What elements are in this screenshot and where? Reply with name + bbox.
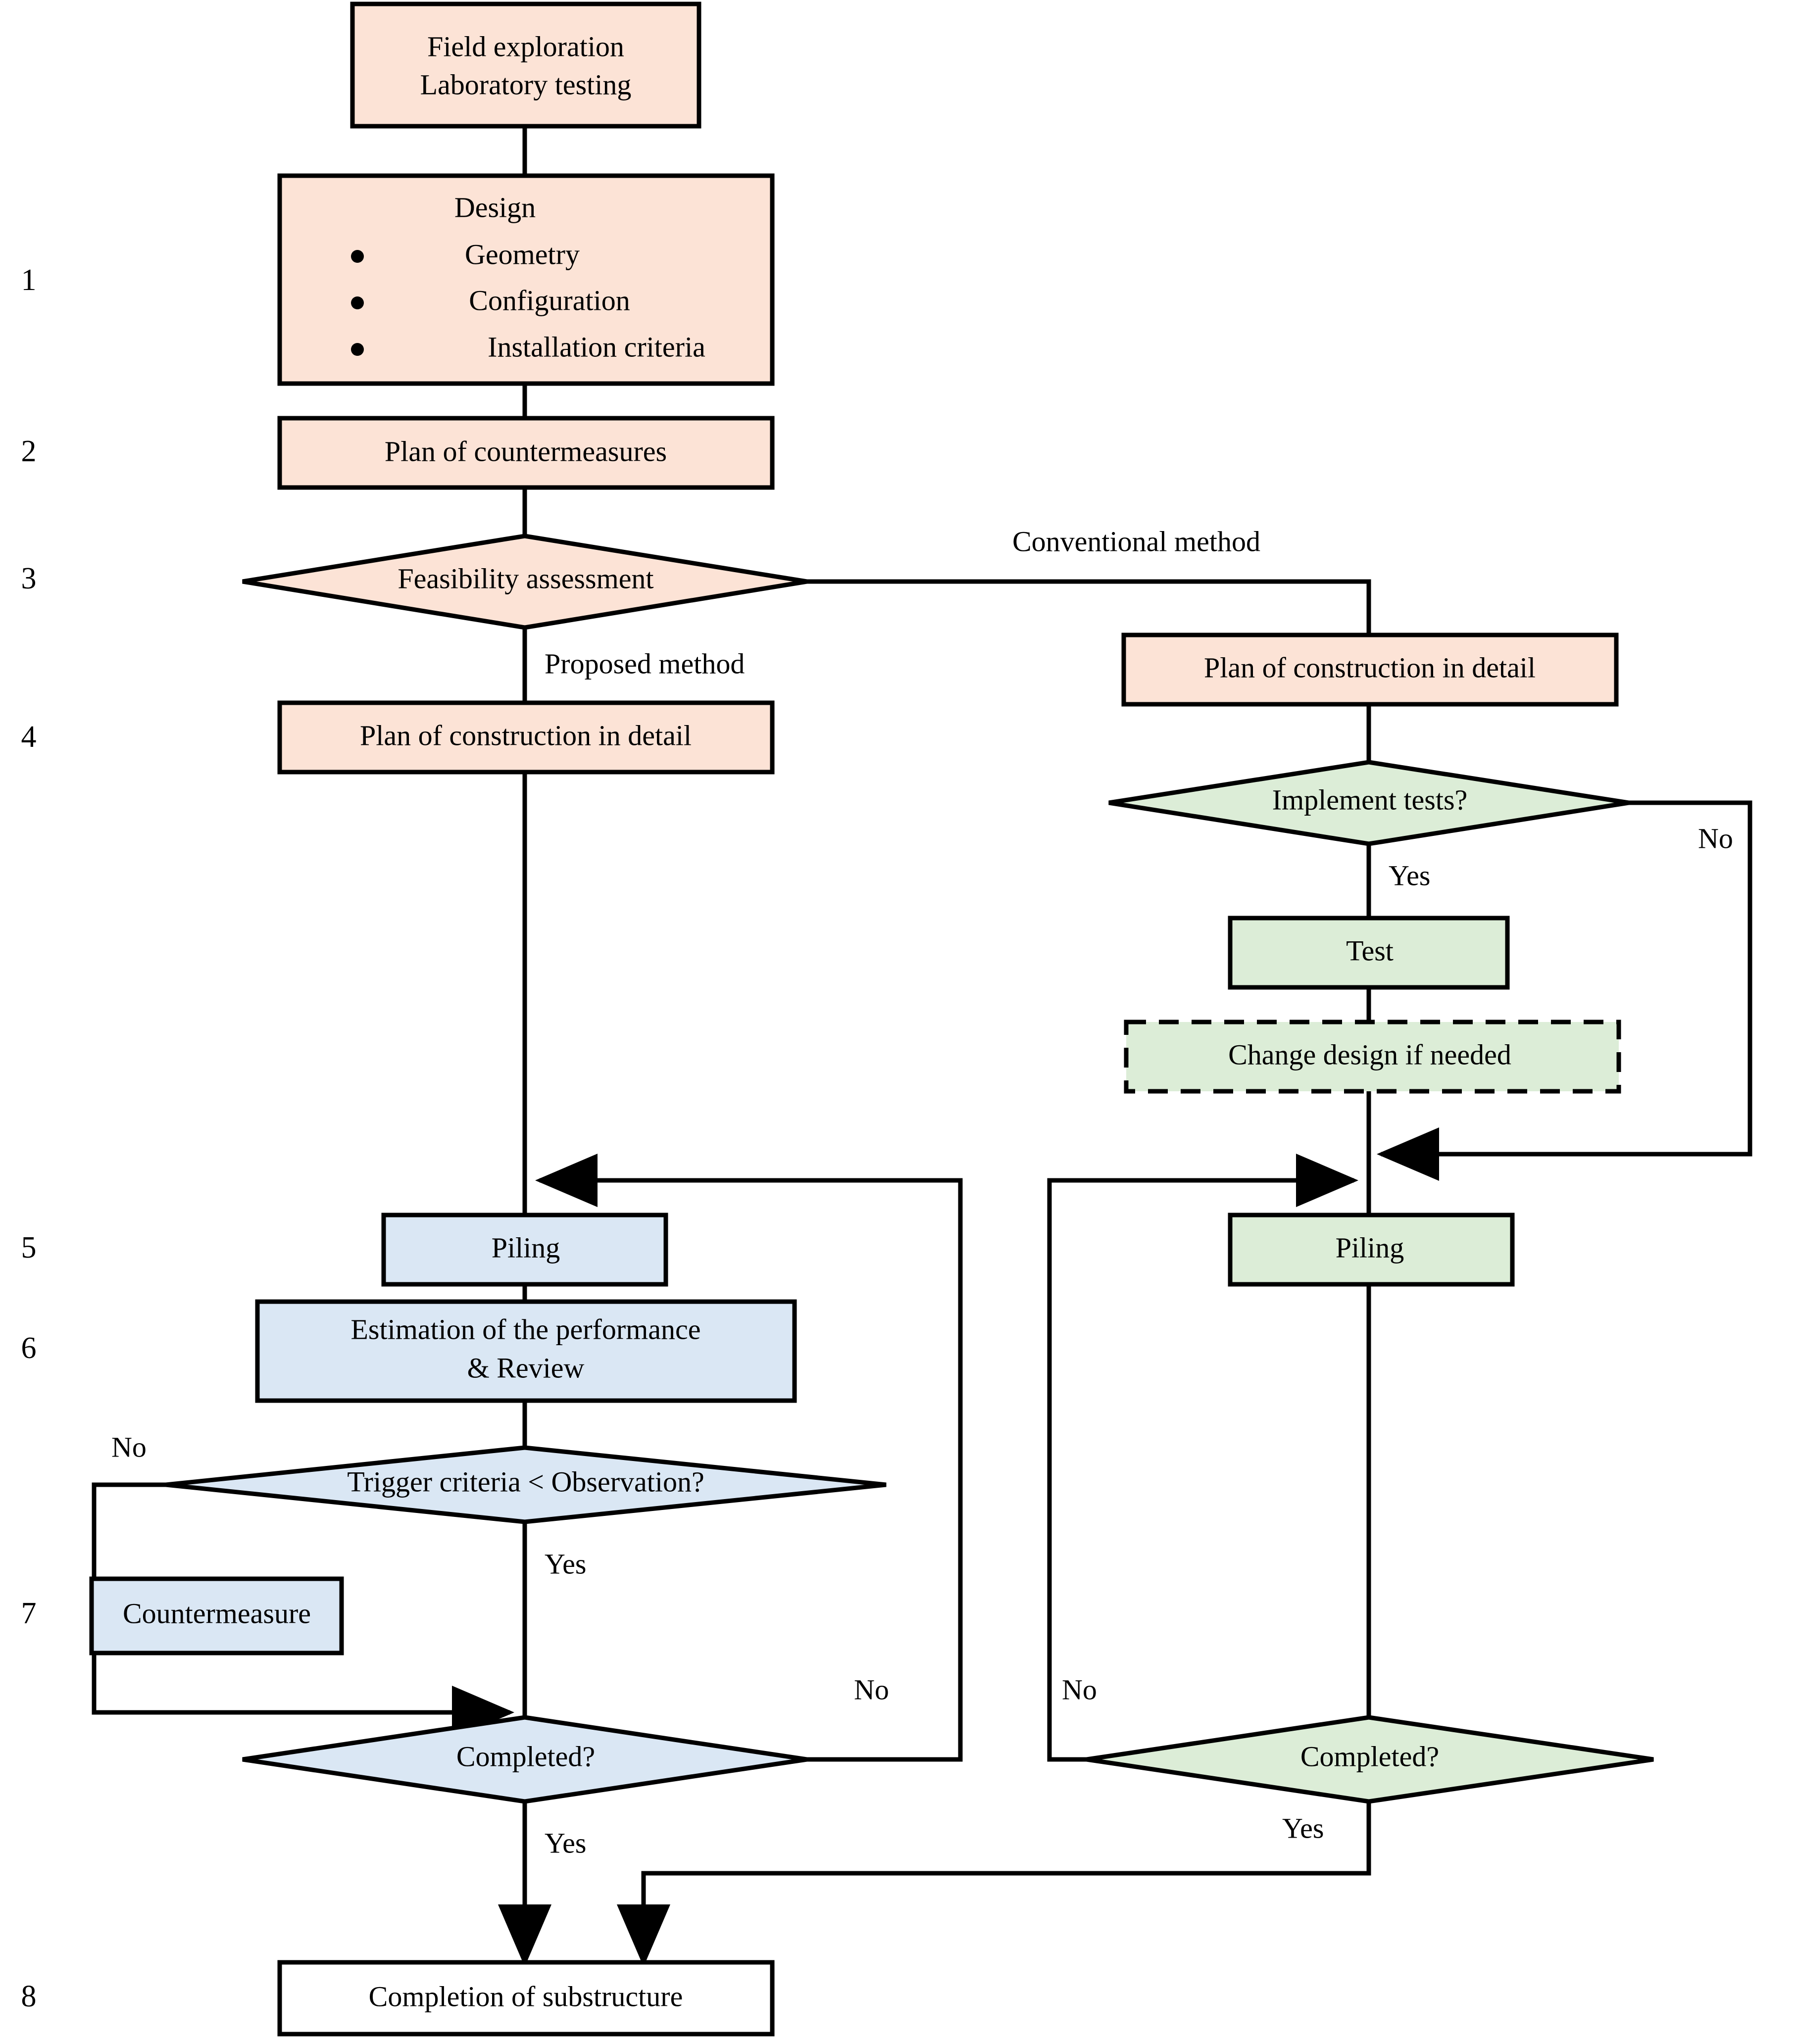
node-feasibility-assessment[interactable]: Feasibility assessment	[242, 534, 807, 630]
node-label: Test	[1346, 934, 1394, 967]
node-estimation-of-performance[interactable]: Estimation of the performance & Review	[255, 1299, 797, 1403]
node-completion-of-substructure[interactable]: Completion of substructure	[277, 1960, 775, 2037]
node-design[interactable]: Design Geometry Configuration Installati…	[277, 173, 775, 386]
edge-label-conventional-method: Conventional method	[1012, 525, 1260, 557]
bullet-icon	[351, 296, 364, 309]
edge-feasibility-conventional	[807, 579, 1371, 635]
edge-trigger-no	[92, 1482, 248, 1579]
node-plan-of-construction-left[interactable]: Plan of construction in detail	[277, 700, 775, 775]
node-label: Completion of substructure	[369, 1980, 683, 2012]
step-number: 7	[21, 1597, 37, 1630]
node-piling-left[interactable]: Piling	[381, 1213, 668, 1287]
node-label: Countermeasure	[123, 1597, 311, 1629]
node-label: & Review	[467, 1352, 585, 1384]
bullet-icon	[351, 250, 364, 263]
node-test[interactable]: Test	[1228, 916, 1510, 990]
edge-label-completed-right-no: No	[1062, 1673, 1097, 1705]
node-label: Completed?	[1300, 1740, 1439, 1772]
node-label: Feasibility assessment	[398, 562, 653, 594]
edge-label-implement-tests-yes: Yes	[1389, 859, 1430, 891]
step-number: 3	[21, 562, 37, 595]
step-number-column: 1 2 3 4 5 6 7 8	[21, 263, 37, 2013]
step-number: 6	[21, 1331, 37, 1365]
bullet-icon	[351, 343, 364, 356]
node-label: Piling	[1336, 1231, 1404, 1264]
node-field-exploration[interactable]: Field exploration Laboratory testing	[350, 1, 701, 129]
edge-countermeasure-rejoin	[92, 1653, 514, 1739]
node-label: Field exploration	[427, 30, 624, 62]
edge-completedright-yes	[617, 1801, 1371, 1967]
node-label: Implement tests?	[1272, 783, 1468, 816]
edge-label-completed-left-no: No	[854, 1673, 889, 1705]
edge-label-trigger-no: No	[111, 1431, 147, 1463]
node-label: Trigger criteria < Observation?	[347, 1465, 704, 1498]
node-label: Plan of construction in detail	[360, 719, 692, 751]
edge-label-trigger-yes: Yes	[545, 1548, 586, 1580]
node-label: Completed?	[456, 1740, 595, 1772]
step-number: 2	[21, 435, 37, 468]
node-trigger-criteria[interactable]: Trigger criteria < Observation?	[165, 1445, 887, 1524]
node-plan-of-countermeasures[interactable]: Plan of countermeasures	[277, 416, 775, 490]
step-number: 5	[21, 1231, 37, 1265]
edge-label-completed-left-yes: Yes	[545, 1827, 586, 1859]
step-number: 1	[21, 263, 37, 297]
node-implement-tests[interactable]: Implement tests?	[1108, 760, 1629, 846]
node-label: Design	[454, 191, 536, 223]
node-countermeasure[interactable]: Countermeasure	[89, 1576, 344, 1655]
node-completed-right[interactable]: Completed?	[1086, 1715, 1654, 1804]
node-label: Piling	[492, 1231, 560, 1264]
edge-completedleft-no-loop	[535, 1154, 963, 1762]
node-change-design-if-needed[interactable]: Change design if needed	[1124, 1020, 1621, 1094]
node-bullet-label: Geometry	[465, 238, 580, 270]
node-label: Estimation of the performance	[350, 1313, 700, 1345]
node-label: Plan of construction in detail	[1204, 651, 1536, 683]
edge-label-implement-tests-no: No	[1698, 822, 1733, 854]
node-label: Laboratory testing	[420, 68, 632, 100]
node-plan-of-construction-right[interactable]: Plan of construction in detail	[1121, 633, 1619, 707]
node-completed-left[interactable]: Completed?	[242, 1715, 807, 1804]
edge-tests-no-loop	[1377, 800, 1752, 1181]
node-bullet-label: Installation criteria	[488, 331, 705, 363]
node-piling-right[interactable]: Piling	[1228, 1213, 1515, 1287]
step-number: 8	[21, 1980, 37, 2013]
edge-label-completed-right-yes: Yes	[1282, 1812, 1324, 1844]
edge-label-proposed-method: Proposed method	[545, 647, 745, 680]
step-number: 4	[21, 720, 37, 754]
node-label: Change design if needed	[1228, 1038, 1511, 1071]
node-bullet-label: Configuration	[469, 284, 630, 316]
node-label: Plan of countermeasures	[385, 435, 667, 467]
